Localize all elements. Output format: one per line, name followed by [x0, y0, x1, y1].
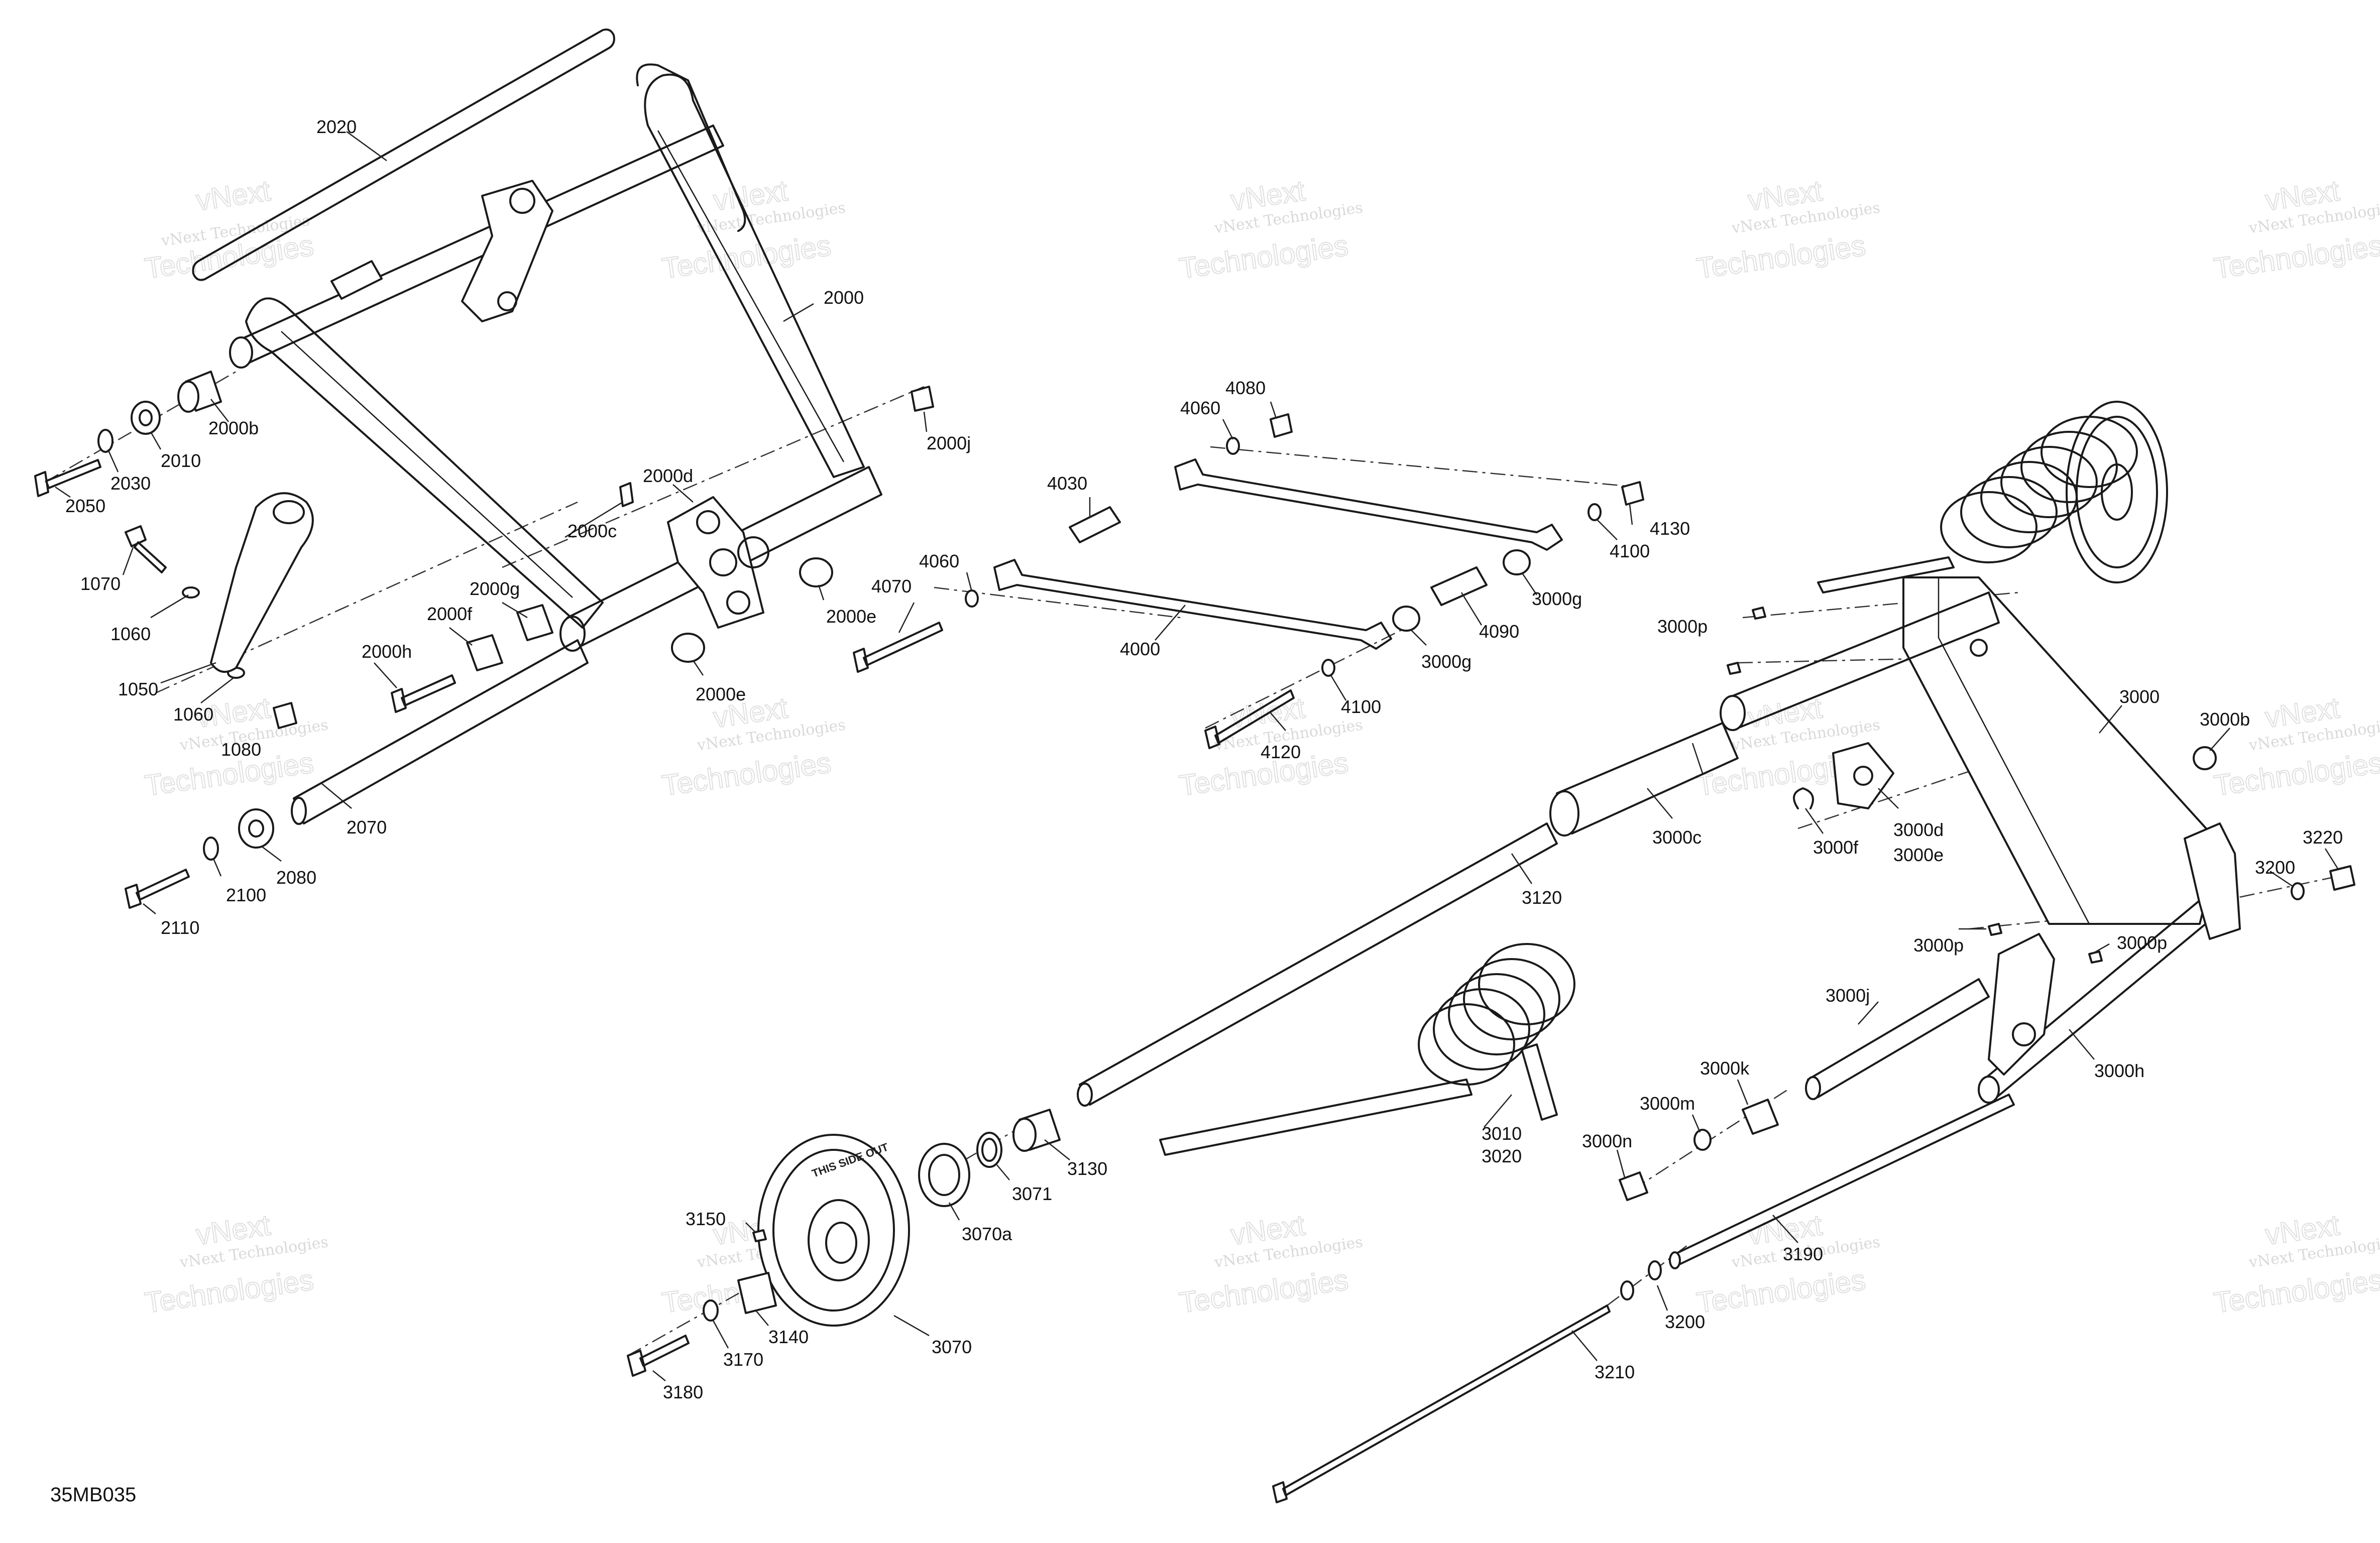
watermark: vNext Technologies vNext Technologies	[1177, 1208, 1364, 1320]
callout-3010: 3010	[1482, 1123, 1522, 1144]
callout-3000p-c: 3000p	[2117, 932, 2167, 953]
callout-4080: 4080	[1225, 378, 1266, 398]
callout-2050: 2050	[65, 496, 105, 516]
link-rods	[853, 413, 1644, 749]
callout-3120: 3120	[1522, 887, 1562, 908]
callout-3000p-b: 3000p	[1913, 935, 1964, 956]
watermark: vNext Technologies vNext Technologies	[2211, 691, 2380, 803]
callout-3000c: 3000c	[1652, 827, 1702, 848]
callout-2000e-b: 2000e	[696, 684, 746, 704]
rear-arm-assembly	[1549, 401, 2355, 1201]
callout-3000f: 3000f	[1813, 837, 1859, 858]
callout-2000g: 2000g	[470, 578, 520, 599]
callout-2110: 2110	[161, 917, 199, 938]
callout-2070: 2070	[347, 817, 387, 838]
svg-text:Technologies: Technologies	[143, 1263, 315, 1319]
callout-4090: 4090	[1479, 621, 1519, 642]
drawing-number: 35MB035	[50, 1484, 136, 1506]
callout-3000n: 3000n	[1582, 1131, 1632, 1151]
callout-2000c: 2000c	[568, 521, 617, 541]
svg-text:vNext: vNext	[194, 174, 272, 217]
callout-2030: 2030	[110, 473, 151, 494]
watermark: vNext Technologies vNext Technologies	[659, 174, 847, 286]
callout-4030: 4030	[1047, 473, 1087, 494]
callout-3000g: 3000g	[1532, 588, 1582, 609]
callout-2000d: 2000d	[643, 465, 693, 486]
svg-text:Technologies: Technologies	[660, 229, 833, 285]
callout-2100: 2100	[226, 885, 266, 905]
callout-1050: 1050	[118, 679, 158, 699]
callout-3000m: 3000m	[1640, 1093, 1695, 1114]
callout-3170: 3170	[723, 1349, 763, 1370]
callout-4000: 4000	[1120, 639, 1160, 659]
left-hardware	[34, 371, 934, 909]
callout-3150: 3150	[686, 1209, 726, 1229]
callout-3070: 3070	[932, 1337, 972, 1357]
callout-3190: 3190	[1783, 1244, 1823, 1264]
callout-4060-b: 4060	[1180, 398, 1220, 418]
svg-text:Technologies: Technologies	[2212, 746, 2380, 802]
callout-3000p: 3000p	[1657, 616, 1708, 637]
watermark: vNext Technologies vNext Technologies	[2211, 1208, 2380, 1320]
callout-2000j: 2000j	[927, 433, 971, 453]
callout-1080: 1080	[221, 739, 261, 760]
callout-2010: 2010	[161, 450, 201, 471]
callout-3000j: 3000j	[1826, 985, 1870, 1006]
callout-3000e: 3000e	[1893, 845, 1944, 865]
callout-4100: 4100	[1610, 541, 1650, 561]
assembly-axes	[45, 371, 2351, 1357]
callout-2080: 2080	[276, 867, 316, 888]
svg-text:Technologies: Technologies	[1694, 229, 1867, 285]
callout-3200: 3200	[2255, 857, 2295, 878]
callout-3210: 3210	[1595, 1362, 1635, 1382]
callout-3130: 3130	[1067, 1158, 1107, 1179]
svg-text:Technologies: Technologies	[2212, 229, 2380, 285]
callout-3000: 3000	[2119, 686, 2160, 707]
callout-2000f: 2000f	[427, 604, 473, 624]
callout-4130: 4130	[1650, 518, 1690, 539]
watermark: vNext Technologies vNext Technologies	[2211, 174, 2380, 286]
callout-labels: 2020 2000 2000b 2010 2030 2050 1070 1060…	[65, 116, 2343, 1402]
callout-3020: 3020	[1482, 1146, 1522, 1166]
callout-3200-b: 3200	[1665, 1312, 1705, 1332]
watermark: vNext Technologies vNext Technologies	[1694, 174, 1881, 286]
svg-text:Technologies: Technologies	[1694, 1263, 1867, 1319]
watermark: vNext Technologies vNext Technologies	[142, 1208, 329, 1320]
front-arm-assembly	[192, 28, 882, 652]
callout-3000d: 3000d	[1893, 819, 1944, 840]
callout-3000h: 3000h	[2094, 1060, 2144, 1081]
shaft-and-wheel: THIS SIDE OUT	[627, 822, 2015, 1503]
callout-2000h: 2000h	[362, 641, 412, 662]
callout-1070: 1070	[80, 573, 121, 594]
callout-1060-b: 1060	[173, 704, 213, 725]
callout-4120: 4120	[1261, 742, 1301, 762]
callout-4060: 4060	[919, 551, 959, 571]
callout-3000g-b: 3000g	[1421, 651, 1471, 672]
callout-3000b: 3000b	[2200, 709, 2250, 730]
callout-3180: 3180	[663, 1382, 703, 1402]
svg-text:Technologies: Technologies	[1177, 1263, 1350, 1319]
watermark: vNext Technologies vNext Technologies	[1177, 174, 1364, 286]
callout-4070: 4070	[871, 576, 912, 597]
callout-3071: 3071	[1012, 1183, 1052, 1204]
callout-4100-b: 4100	[1341, 696, 1381, 717]
callout-2000e: 2000e	[826, 606, 876, 627]
callout-1060: 1060	[110, 624, 151, 644]
callout-3220: 3220	[2303, 827, 2343, 848]
watermark: vNext Technologies vNext Technologies	[659, 691, 847, 803]
callout-2020: 2020	[316, 116, 357, 137]
callout-3140: 3140	[768, 1327, 809, 1347]
svg-text:Technologies: Technologies	[660, 746, 833, 802]
callout-3070a: 3070a	[962, 1224, 1012, 1244]
callout-3000k: 3000k	[1700, 1058, 1750, 1079]
callout-2000b: 2000b	[208, 418, 259, 438]
svg-text:Technologies: Technologies	[1177, 229, 1350, 285]
leader-lines	[55, 131, 2339, 1381]
callout-2000: 2000	[824, 287, 864, 308]
svg-text:Technologies: Technologies	[2212, 1263, 2380, 1319]
